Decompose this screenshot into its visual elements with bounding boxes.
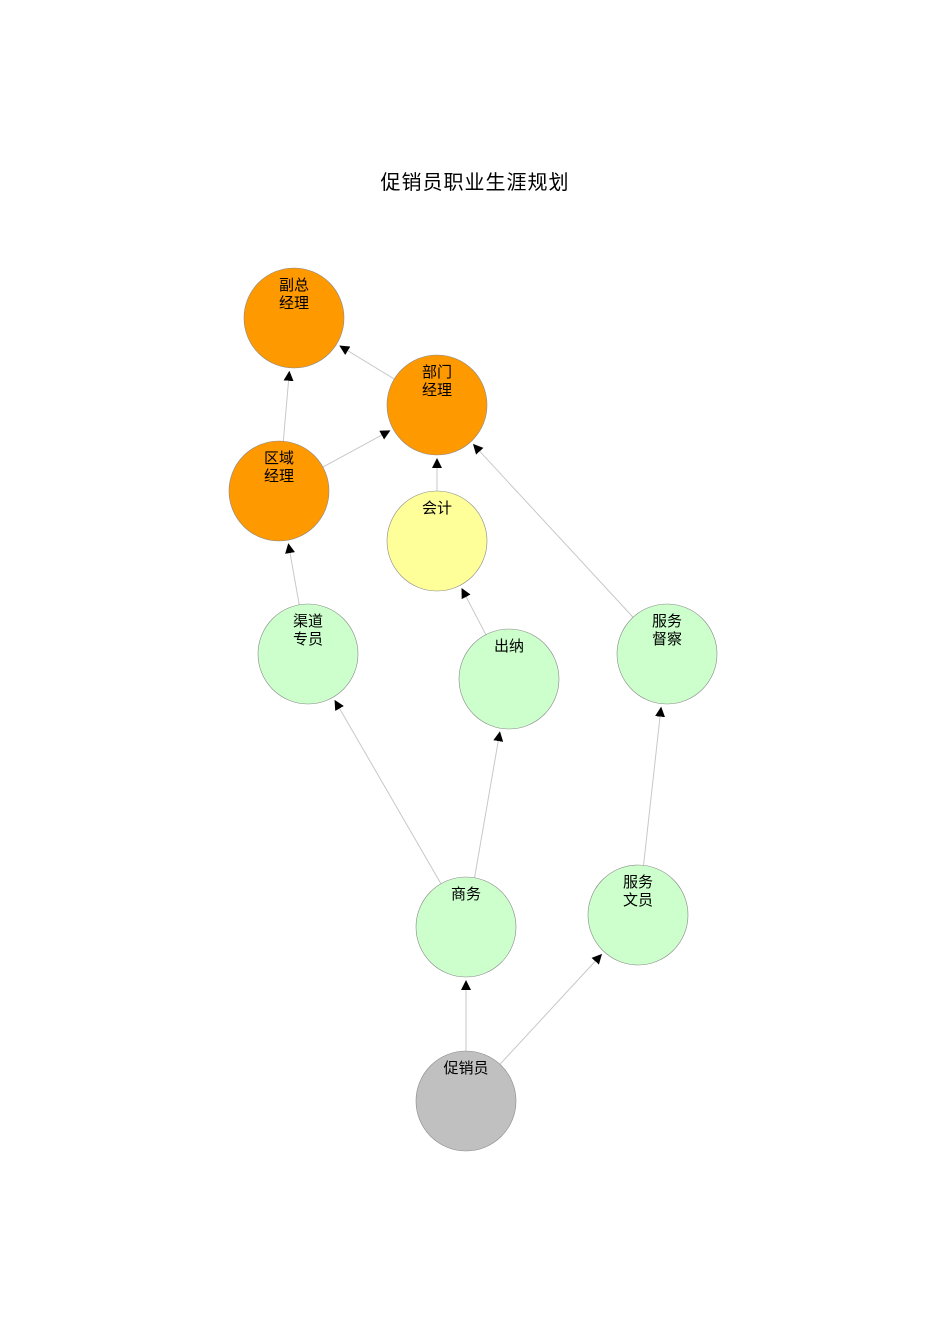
node-circle-fuwu_wenyuan — [587, 864, 689, 966]
node-label-fuzong: 副总 — [279, 276, 309, 294]
node-circle-kuaiji — [386, 490, 488, 592]
nodes-layer: 副总经理部门经理区域经理会计渠道专员出纳服务督察商务服务文员促销员 — [228, 267, 718, 1152]
node-shangwu: 商务 — [415, 876, 517, 978]
node-label-bumen: 部门 — [422, 363, 452, 381]
node-label-fuwu_duzha: 督察 — [652, 630, 682, 648]
node-label-fuzong: 经理 — [279, 294, 309, 312]
node-circle-fuwu_duzha — [616, 603, 718, 705]
node-kuaiji: 会计 — [386, 490, 488, 592]
node-label-cuxiaoyuan: 促销员 — [443, 1059, 488, 1077]
node-label-fuwu_wenyuan: 服务 — [623, 873, 653, 891]
node-label-shangwu: 商务 — [451, 885, 481, 903]
node-circle-quyu — [228, 440, 330, 542]
edge-bumen-to-fuzong — [339, 345, 395, 380]
node-label-fuwu_duzha: 服务 — [652, 612, 682, 630]
node-circle-fuzong — [243, 267, 345, 369]
node-circle-shangwu — [415, 876, 517, 978]
node-label-qudao: 专员 — [293, 630, 323, 648]
edge-quyu-to-bumen — [322, 430, 391, 468]
edge-shangwu-to-chuna — [474, 731, 504, 878]
node-chuna: 出纳 — [458, 628, 560, 730]
node-circle-chuna — [458, 628, 560, 730]
node-circle-qudao — [257, 603, 359, 705]
edge-qudao-to-quyu — [285, 543, 300, 605]
node-label-bumen: 经理 — [422, 381, 452, 399]
node-label-kuaiji: 会计 — [422, 499, 452, 517]
node-circle-cuxiaoyuan — [415, 1050, 517, 1152]
node-circle-bumen — [386, 354, 488, 456]
edge-fuwu_wenyuan-to-fuwu_duzha — [643, 706, 666, 866]
page-title: 促销员职业生涯规划 — [380, 170, 570, 194]
node-label-fuwu_wenyuan: 文员 — [623, 891, 653, 909]
node-label-chuna: 出纳 — [494, 637, 524, 655]
node-label-qudao: 渠道 — [293, 612, 323, 630]
node-label-quyu: 经理 — [264, 467, 294, 485]
node-cuxiaoyuan: 促销员 — [415, 1050, 517, 1152]
edge-chuna-to-kuaiji — [461, 587, 487, 635]
node-label-quyu: 区域 — [264, 449, 294, 467]
edge-quyu-to-fuzong — [282, 370, 294, 442]
edge-shangwu-to-qudao — [334, 699, 442, 884]
edge-fuwu_duzha-to-bumen — [472, 443, 634, 618]
edge-cuxiaoyuan-to-fuwu_wenyuan — [499, 953, 603, 1065]
edges-layer — [282, 345, 666, 1065]
